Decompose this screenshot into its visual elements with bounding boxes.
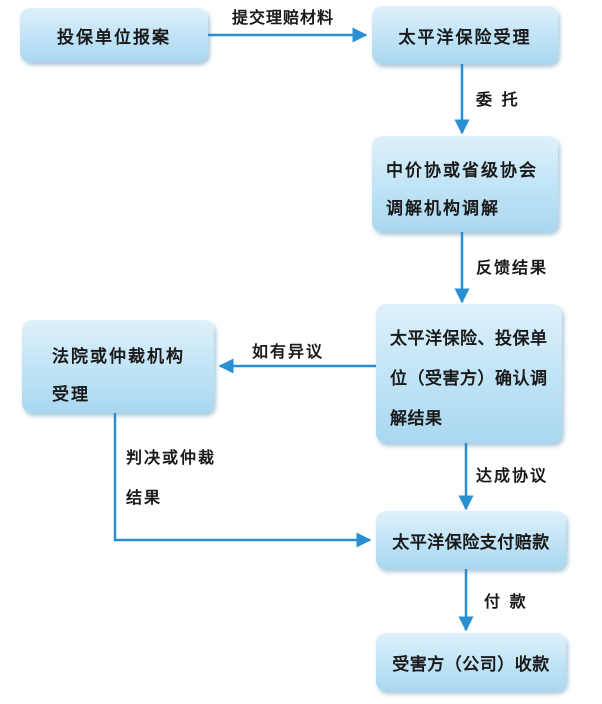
node-confirm-line1: 太平洋保险、投保单 [390, 329, 548, 349]
node-insured-report: 投保单位报案 [20, 8, 208, 62]
node-insured-report-label: 投保单位报案 [57, 27, 171, 48]
node-mediation-line1: 中价协或省级协会 [386, 161, 538, 181]
node-mediation-line2: 调解机构调解 [386, 199, 500, 219]
node-payment-label: 太平洋保险支付赔款 [392, 532, 550, 553]
node-court-line1: 法院或仲裁机构 [52, 347, 185, 367]
node-court-line2: 受理 [52, 385, 90, 405]
edge-label-pay: 付 款 [484, 592, 528, 611]
edge-label-judgment-line2: 结果 [126, 488, 163, 507]
edge-label-judgment-line1: 判决或仲裁 [126, 448, 217, 467]
node-receive-label: 受害方（公司）收款 [392, 654, 550, 675]
node-court-arbitration: 法院或仲裁机构 受理 [22, 320, 214, 413]
edge-label-objection: 如有异议 [252, 342, 325, 361]
node-mediation: 中价协或省级协会 调解机构调解 [372, 136, 558, 232]
arrow-court-to-payment [113, 413, 372, 548]
edge-label-agreement: 达成协议 [476, 466, 549, 485]
node-taiping-accept-label: 太平洋保险受理 [398, 27, 532, 48]
node-taiping-accept: 太平洋保险受理 [372, 6, 558, 64]
node-receive: 受害方（公司）收款 [376, 633, 566, 691]
edge-label-submit-materials: 提交理赔材料 [232, 8, 335, 27]
node-confirm-line3: 解结果 [390, 409, 443, 429]
node-payment: 太平洋保险支付赔款 [376, 511, 566, 569]
node-confirm-result: 太平洋保险、投保单 位（受害方）确认调 解结果 [376, 304, 562, 443]
edge-label-feedback-result: 反馈结果 [476, 258, 549, 277]
edge-label-entrust: 委 托 [476, 90, 520, 109]
node-confirm-line2: 位（受害方）确认调 [390, 369, 548, 389]
